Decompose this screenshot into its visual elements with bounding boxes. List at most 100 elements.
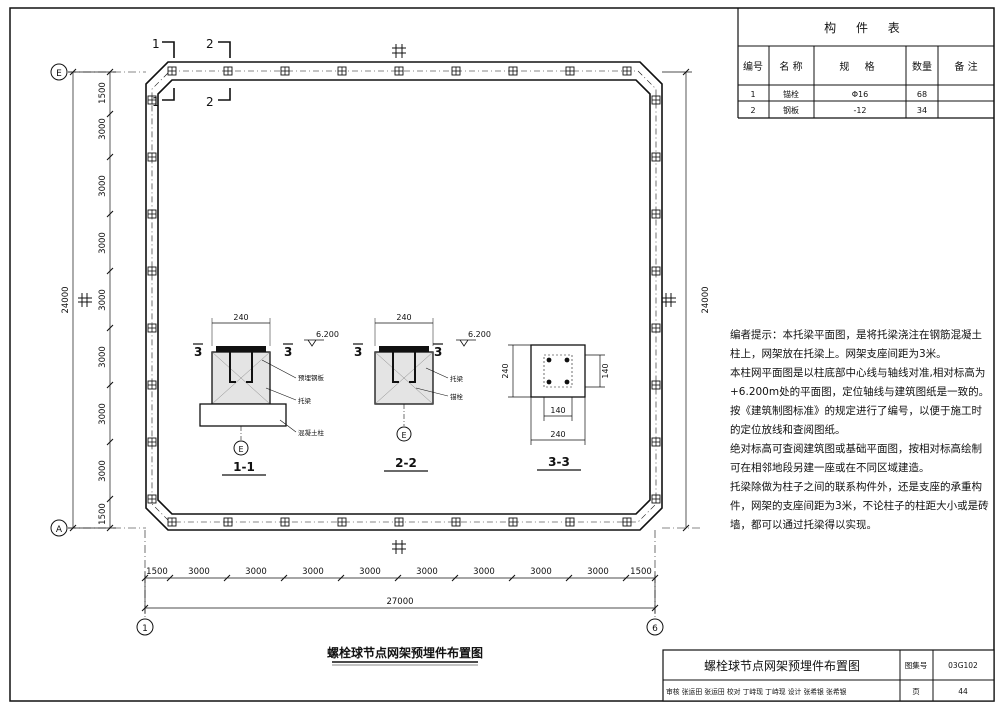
table-row1-qty: 68 — [917, 90, 927, 99]
cut-label-3-a: 3 — [194, 345, 202, 359]
section-3-3-title: 3-3 — [548, 455, 570, 469]
embedded-plate-marker — [622, 66, 632, 76]
dimension-tick — [508, 574, 516, 582]
embedded-plate-marker — [147, 494, 157, 504]
dimension-tick — [106, 110, 114, 118]
dim-bottom-10: 1500 — [630, 567, 652, 577]
note-1: 编者提示：本托梁平面图，是将托梁浇注在钢筋混凝土柱上，网架放在托梁上。网架支座间… — [730, 329, 982, 360]
table-header-name: 名 称 — [779, 60, 802, 73]
embedded-plate-marker — [147, 437, 157, 447]
embedded-plate-marker — [508, 66, 518, 76]
table-row2-no: 2 — [750, 106, 755, 115]
cut-label-1-bottom: 1 — [152, 95, 160, 109]
cut-label-3-d: 3 — [434, 345, 442, 359]
dimension-tick — [651, 604, 659, 612]
cut-label-3-b: 3 — [284, 345, 292, 359]
cut-label-1-top: 1 — [152, 37, 160, 51]
embedded-plate-marker — [651, 266, 661, 276]
dim-left-9: 1500 — [98, 503, 108, 525]
dimension-tick — [394, 574, 402, 582]
dim-right-total: 24000 — [701, 286, 711, 313]
dimension-ticks — [69, 68, 690, 612]
embedded-plate-marker — [394, 66, 404, 76]
table-header-remark: 备 注 — [954, 60, 977, 73]
component-table-title: 构 件 表 — [824, 20, 908, 35]
embedded-plate-marker — [147, 152, 157, 162]
table-row2-spec: -12 — [853, 106, 866, 115]
dimension-tick — [106, 438, 114, 446]
embedded-plate-marker — [167, 66, 177, 76]
dimension-lines — [68, 71, 692, 614]
dimension-tick — [106, 495, 114, 503]
table-row1-no: 1 — [750, 90, 755, 99]
embedded-plate-marker — [651, 494, 661, 504]
embedded-plate-marker — [565, 66, 575, 76]
dimension-tick — [106, 324, 114, 332]
dimension-tick — [651, 574, 659, 582]
dimension-tick — [451, 574, 459, 582]
dim-left-total: 24000 — [61, 286, 71, 313]
axis-bubble-A: A — [50, 519, 68, 537]
support-beam-ring — [145, 61, 663, 531]
embedded-plate-marker — [508, 517, 518, 527]
table-header-no: 编号 — [743, 60, 763, 73]
dim-bottom-9: 3000 — [587, 567, 609, 577]
embedded-plate-marker — [651, 380, 661, 390]
title-block-sign-row: 审核 张运田 张运田 校对 丁峙现 丁峙现 设计 张希银 张希银 — [666, 687, 847, 696]
dim-bottom-5: 3000 — [359, 567, 381, 577]
table-row2-qty: 34 — [917, 106, 927, 115]
dim-left-5: 3000 — [98, 289, 108, 311]
dimension-tick — [69, 524, 77, 532]
section-3-3-h-outer: 240 — [501, 363, 510, 378]
embedded-plate-marker — [451, 517, 461, 527]
dimension-tick — [106, 210, 114, 218]
sheet-border — [9, 7, 995, 702]
dim-left-1: 1500 — [98, 82, 108, 104]
title-block-atlas-label: 图集号 — [905, 660, 928, 670]
section-1-1-axis: E — [238, 445, 243, 454]
dimension-tick — [141, 574, 149, 582]
embedded-plate-marker — [147, 209, 157, 219]
dimension-tick — [69, 68, 77, 76]
dim-bottom-4: 3000 — [302, 567, 324, 577]
title-block-page-label: 页 — [912, 687, 920, 696]
dim-left-8: 3000 — [98, 460, 108, 482]
embedded-plate-marker — [451, 66, 461, 76]
dimension-tick — [106, 68, 114, 76]
dimension-tick — [622, 574, 630, 582]
axis-lines — [68, 71, 700, 618]
embedded-plate-marker — [337, 66, 347, 76]
note-2: 本柱网平面图是以柱底部中心线与轴线对准,相对标高为+6.200m处的平面图，定位… — [730, 367, 990, 436]
title-block-atlas-no: 03G102 — [948, 661, 978, 670]
embedded-plate-marker — [223, 66, 233, 76]
embedded-plate-marker — [147, 266, 157, 276]
dim-left-3: 3000 — [98, 175, 108, 197]
section-2-2-elev: 6.200 — [468, 330, 491, 339]
section-1-1-title: 1-1 — [233, 460, 255, 474]
embedded-plate-marker — [565, 517, 575, 527]
axis-label-E: E — [56, 69, 62, 79]
embedded-plate-marker — [394, 517, 404, 527]
dimension-tick — [141, 604, 149, 612]
left-dimensions: 1500 3000 3000 3000 3000 3000 3000 3000 … — [61, 82, 711, 525]
dimension-tick — [166, 574, 174, 582]
section-2-2-width: 240 — [396, 313, 411, 322]
note-3: 绝对标高可查阅建筑图或基础平面图，按相对标高绘制可在相邻地段另建一座或在不同区域… — [730, 443, 982, 474]
embedded-plate-marker — [337, 517, 347, 527]
section-1-1-label-column: 混凝土柱 — [298, 428, 325, 437]
dim-bottom-1: 1500 — [146, 567, 168, 577]
embedded-plate-marker — [223, 517, 233, 527]
section-1-1-elev: 6.200 — [316, 330, 339, 339]
section-cut-marks — [162, 41, 231, 101]
dimension-tick — [223, 574, 231, 582]
section-2-2-label-beam: 托梁 — [450, 374, 464, 383]
title-block-title: 螺栓球节点网架预埋件布置图 — [704, 658, 860, 673]
embedded-plate-marker — [651, 323, 661, 333]
note-4: 托梁除做为柱子之间的联系构件外，还是支座的承重构件，网架的支座间距为3米，不论柱… — [730, 481, 989, 531]
dimension-tick — [106, 381, 114, 389]
cut-label-2-bottom: 2 — [206, 95, 214, 109]
axis-bubble-E-top: E — [50, 63, 68, 81]
section-3-3-h-inner: 140 — [601, 363, 610, 378]
section-3-3-w-inner: 140 — [550, 406, 565, 415]
embedded-plate-marker — [147, 95, 157, 105]
